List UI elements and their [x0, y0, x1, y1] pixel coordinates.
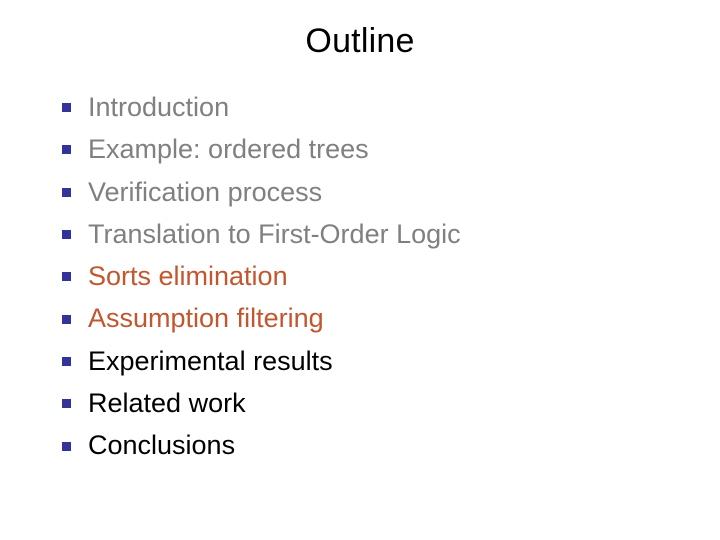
list-item[interactable]: Sorts elimination [62, 255, 702, 297]
bullet-square-icon [62, 272, 71, 282]
list-item[interactable]: Conclusions [62, 424, 702, 466]
list-item[interactable]: Experimental results [62, 340, 702, 382]
list-item-label: Translation to First-Order Logic [88, 218, 461, 249]
bullet-square-icon [62, 441, 71, 451]
list-item-label: Conclusions [88, 430, 236, 461]
bullet-square-icon [62, 314, 71, 324]
bullet-square-icon [62, 399, 71, 409]
list-item-label: Assumption filtering [88, 303, 324, 334]
bullet-square-icon [62, 103, 71, 113]
list-item-label: Introduction [88, 91, 230, 122]
bullet-square-icon [62, 230, 71, 240]
list-item[interactable]: Introduction [62, 86, 702, 128]
page-title: Outline [305, 22, 415, 60]
list-item[interactable]: Translation to First-Order Logic [62, 213, 702, 255]
bullet-square-icon [62, 356, 71, 366]
list-item[interactable]: Example: ordered trees [62, 128, 702, 170]
list-item-label: Experimental results [88, 345, 333, 376]
list-item[interactable]: Verification process [62, 171, 702, 213]
list-item[interactable]: Related work [62, 382, 702, 424]
list-item-label: Sorts elimination [88, 261, 288, 292]
list-item-label: Example: ordered trees [88, 134, 369, 165]
bullet-square-icon [62, 187, 71, 197]
list-item-label: Verification process [88, 176, 323, 207]
outline-list: Introduction Example: ordered trees Veri… [62, 86, 702, 467]
list-item[interactable]: Assumption filtering [62, 297, 702, 339]
bullet-square-icon [62, 145, 71, 155]
list-item-label: Related work [88, 388, 246, 419]
